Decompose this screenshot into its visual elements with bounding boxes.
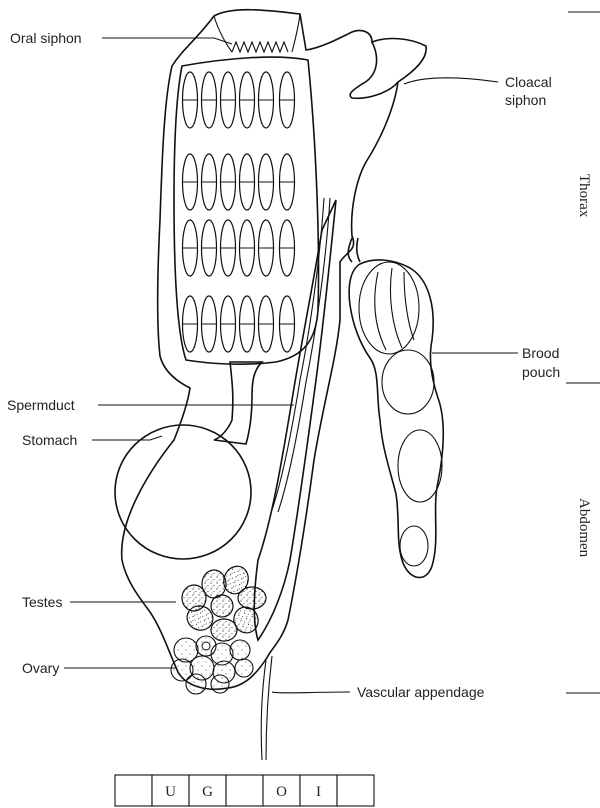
label-cloacal-siphon-1: Cloacal xyxy=(505,74,552,90)
ovary-organ xyxy=(171,636,253,694)
testes-organ xyxy=(182,563,266,641)
vascular-appendage-organ xyxy=(261,656,272,760)
label-stomach: Stomach xyxy=(22,432,77,448)
ovary-egg xyxy=(211,675,229,693)
answer-box xyxy=(226,775,263,806)
label-brood-pouch-2: pouch xyxy=(522,364,560,380)
ovary-egg xyxy=(186,674,206,694)
oesophagus xyxy=(214,362,262,444)
ovary-egg xyxy=(230,640,250,660)
answer-box-letter: U xyxy=(165,784,176,800)
label-testes: Testes xyxy=(22,594,62,610)
ovary-egg xyxy=(235,659,253,677)
answer-box xyxy=(337,775,374,806)
testis-lobe xyxy=(182,585,206,611)
body-outline xyxy=(122,10,427,689)
testis-lobe xyxy=(211,595,233,617)
ovary-nucleus xyxy=(202,642,210,650)
leader-lines xyxy=(64,38,518,693)
brood-pouch-organ xyxy=(348,238,443,577)
gill-slits xyxy=(183,72,295,352)
label-oral-siphon: Oral siphon xyxy=(10,30,82,46)
label-cloacal-siphon-2: siphon xyxy=(505,92,546,108)
stomach-organ xyxy=(115,425,251,559)
oral-siphon-teeth xyxy=(232,42,288,52)
cloacal-siphon-shape xyxy=(350,42,398,98)
label-brood-pouch-1: Brood xyxy=(522,345,559,361)
region-abdomen: Abdomen xyxy=(576,498,592,558)
label-spermduct: Spermduct xyxy=(7,397,75,413)
answer-box xyxy=(115,775,152,806)
region-thorax: Thorax xyxy=(576,174,592,218)
answer-box-letter: G xyxy=(202,784,213,800)
answer-box-letter: O xyxy=(276,784,287,800)
testis-lobe xyxy=(238,587,266,609)
answer-box-letter: I xyxy=(316,784,321,800)
label-vascular-appendage: Vascular appendage xyxy=(357,684,485,700)
testis-lobe xyxy=(211,619,237,641)
margin-ticks xyxy=(566,12,600,693)
label-ovary: Ovary xyxy=(22,660,59,676)
